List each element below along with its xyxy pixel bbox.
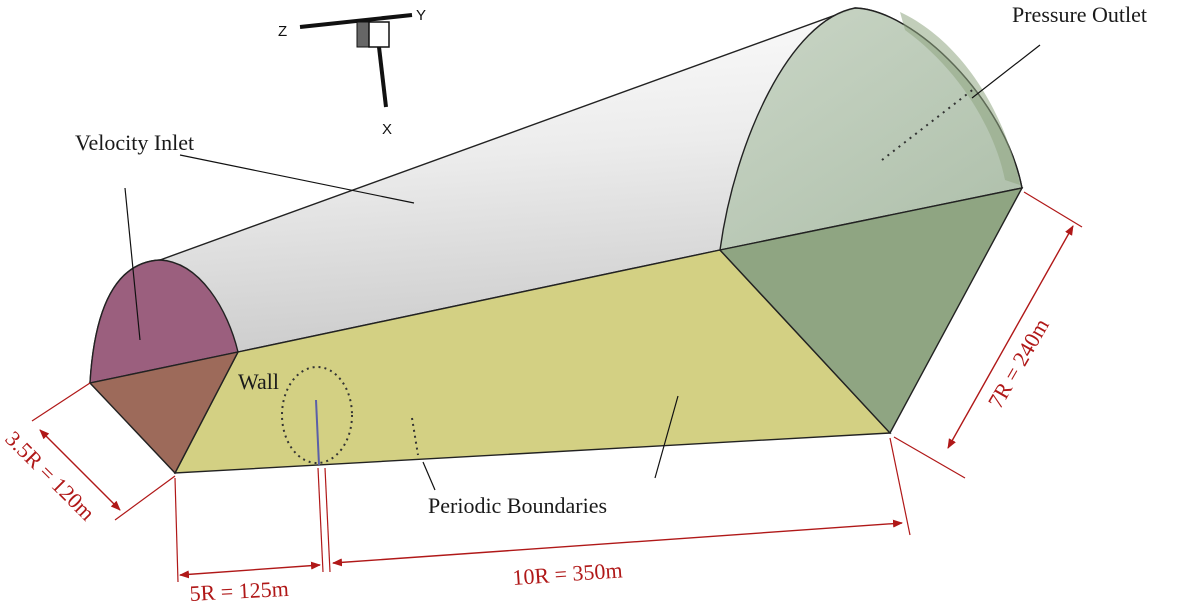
- leader-periodic-1: [422, 461, 436, 491]
- axis-z-label: Z: [278, 23, 287, 40]
- dim-up-ext-3: [324, 467, 331, 573]
- dim-up-ext-2: [317, 467, 324, 573]
- turbine-tower: [315, 399, 320, 466]
- dim-height-arrow: [947, 225, 1074, 449]
- wall-label: Wall: [238, 369, 279, 394]
- dim-downstream-label: 10R = 350m: [512, 557, 624, 590]
- axis-x-label: X: [382, 121, 392, 138]
- rotor-disc: [281, 366, 353, 464]
- dim-width-ext-2: [114, 475, 176, 521]
- outlet-wake-trace: [881, 87, 976, 161]
- dim-width-arrow: [39, 429, 121, 511]
- axis-y-label: Y: [416, 7, 426, 24]
- pressure-outlet-label: Pressure Outlet: [1012, 2, 1147, 27]
- axis-triad: Z Y X: [278, 7, 426, 138]
- outlet-shade: [900, 12, 1020, 185]
- dim-height-ext-1: [1023, 191, 1083, 228]
- leader-periodic-2: [654, 395, 679, 479]
- velocity-inlet-label: Velocity Inlet: [75, 130, 194, 155]
- dim-height-ext-2: [893, 436, 966, 479]
- inlet-face-lower: [88, 351, 240, 475]
- periodic-boundaries-label: Periodic Boundaries: [428, 493, 607, 518]
- dim-width-ext-1: [31, 382, 91, 422]
- dim-up-arrow: [179, 561, 321, 579]
- dim-upstream-label: 5R = 125m: [189, 576, 289, 606]
- dim-down-ext-end: [889, 437, 911, 536]
- downstream-rotor-trace: [411, 417, 419, 456]
- dim-height-label: 7R = 240m: [983, 314, 1054, 412]
- dim-down-arrow: [332, 519, 903, 567]
- leader-velocity-inlet-1: [124, 187, 141, 341]
- leader-pressure-outlet: [971, 44, 1041, 99]
- dim-up-ext-1: [174, 477, 179, 583]
- leader-velocity-inlet-2: [179, 154, 415, 204]
- inlet-face-upper: [89, 259, 239, 384]
